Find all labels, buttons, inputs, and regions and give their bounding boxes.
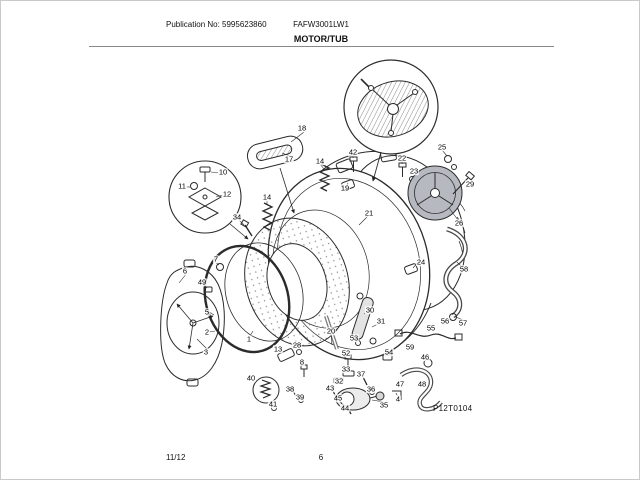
spin-drum <box>244 209 370 347</box>
section-title: MOTOR/TUB <box>293 34 349 44</box>
suspension-springs <box>261 163 331 231</box>
model-number: FAFW3001LW1 <box>293 20 349 29</box>
spider-detail-balloon <box>343 59 439 182</box>
header-divider <box>89 46 554 47</box>
drive-motor <box>335 387 385 411</box>
front-tub-panel <box>160 259 225 387</box>
publication-number: Publication No: 5995623860 <box>166 20 267 29</box>
pump-hose <box>399 367 443 412</box>
fastener-detail-balloon <box>168 160 249 240</box>
drain-hose <box>443 226 468 321</box>
diagram-artwork <box>160 59 476 415</box>
wiring-harness <box>394 329 463 341</box>
weight-detail-balloon <box>246 135 304 214</box>
diagram-code: P12T0104 <box>433 404 473 413</box>
drive-pulley <box>407 155 476 221</box>
footer-revision-date: 11/12 <box>166 453 186 462</box>
spring-detail-balloon <box>252 376 280 411</box>
tub-bracket <box>404 263 418 275</box>
footer-page-number: 6 <box>318 453 324 462</box>
tub-screws <box>240 156 415 237</box>
